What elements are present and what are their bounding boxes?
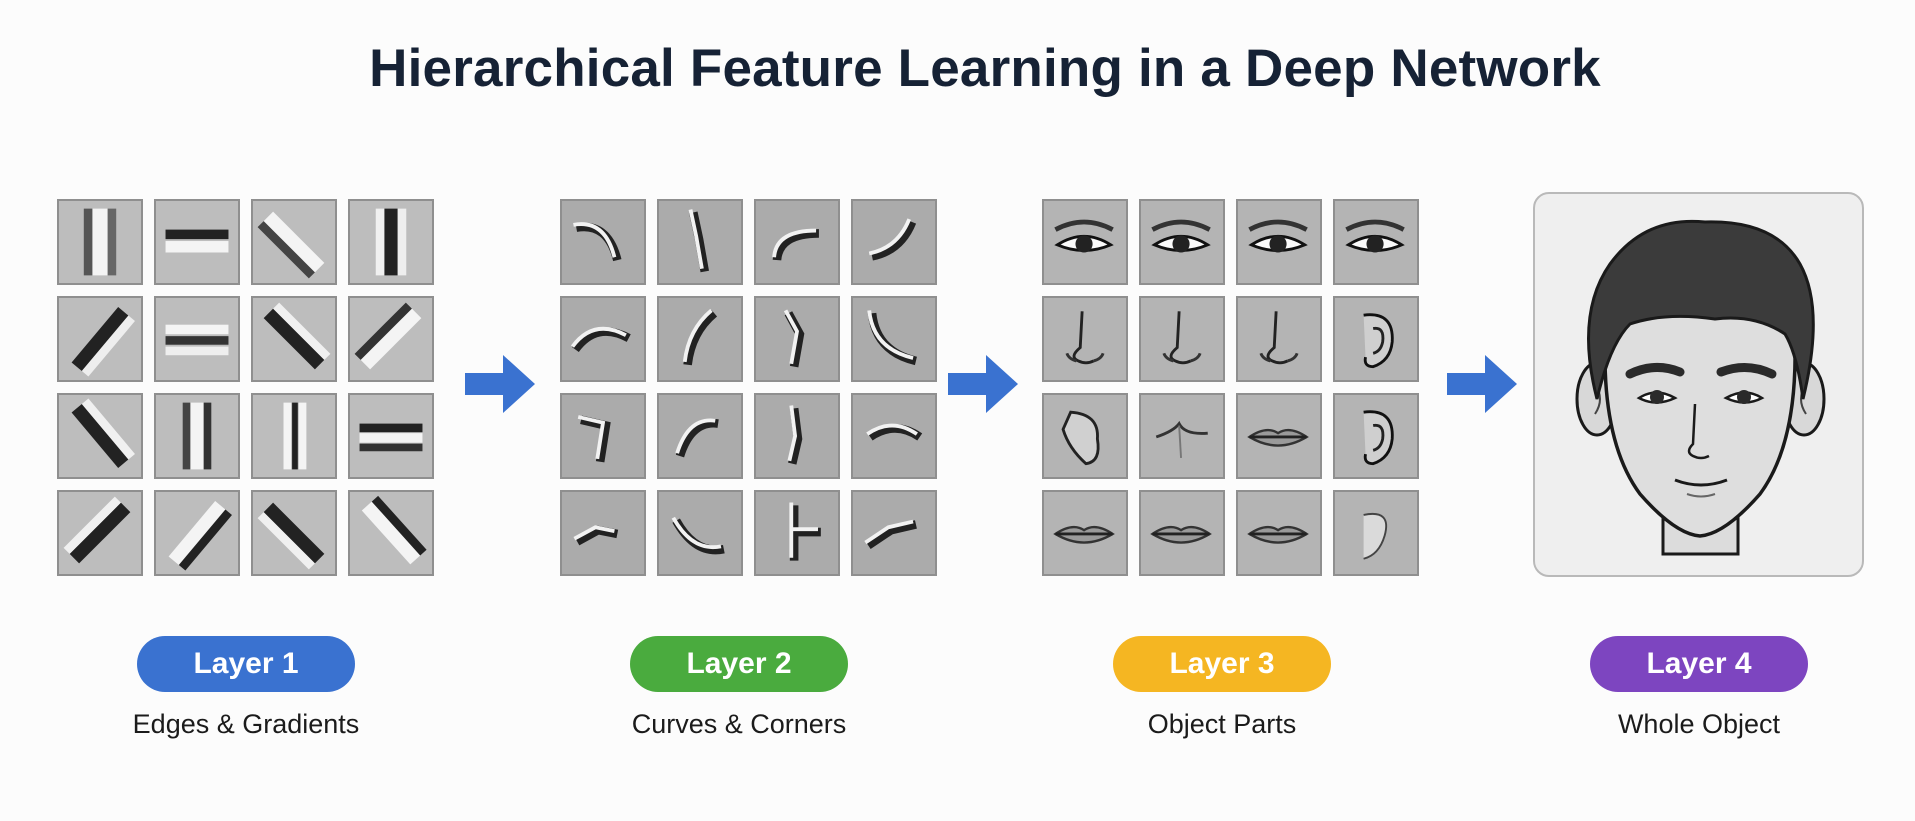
feature-tile: [348, 296, 434, 382]
feature-tile: [1042, 199, 1128, 285]
feature-tile: [1236, 199, 1322, 285]
feature-tile: [560, 490, 646, 576]
feature-tile: [657, 490, 743, 576]
feature-tile: [851, 490, 937, 576]
feature-tile: [1236, 490, 1322, 576]
feature-tile: [251, 490, 337, 576]
feature-tile: [560, 296, 646, 382]
feature-tile: [1042, 490, 1128, 576]
feature-tile: [560, 393, 646, 479]
feature-tile: [154, 296, 240, 382]
feature-tile: [1236, 296, 1322, 382]
feature-tile: [851, 296, 937, 382]
feature-tile: [1236, 393, 1322, 479]
feature-tile: [1333, 490, 1419, 576]
arrow-right-icon: [1447, 355, 1517, 413]
feature-tile: [348, 393, 434, 479]
feature-tile: [1042, 296, 1128, 382]
feature-tile: [57, 393, 143, 479]
feature-tile: [560, 199, 646, 285]
feature-tile: [57, 296, 143, 382]
layer4-badge: Layer 4: [1590, 636, 1808, 692]
arrow-right-icon: [465, 355, 535, 413]
feature-tile: [851, 393, 937, 479]
whole-face-panel: [1533, 192, 1864, 577]
page-title: Hierarchical Feature Learning in a Deep …: [369, 39, 1601, 98]
arrow-right-icon: [948, 355, 1018, 413]
layer1-description: Edges & Gradients: [132, 709, 360, 739]
feature-tile: [251, 199, 337, 285]
feature-tile: [657, 199, 743, 285]
feature-tile: [754, 490, 840, 576]
feature-tile: [1139, 199, 1225, 285]
feature-tile: [1139, 296, 1225, 382]
layer4-description: Whole Object: [1617, 709, 1781, 739]
feature-tile: [657, 296, 743, 382]
feature-tile: [348, 490, 434, 576]
layer3-description: Object Parts: [1147, 709, 1297, 739]
feature-tile: [1042, 393, 1128, 479]
feature-tile: [851, 199, 937, 285]
feature-tile: [754, 296, 840, 382]
feature-tile: [57, 199, 143, 285]
feature-tile: [754, 393, 840, 479]
layer2-description: Curves & Corners: [631, 709, 847, 739]
feature-tile: [1333, 296, 1419, 382]
layer3-badge: Layer 3: [1113, 636, 1331, 692]
face-icon: [1575, 219, 1826, 556]
feature-tile: [154, 199, 240, 285]
layer1-badge: Layer 1: [137, 636, 355, 692]
feature-tile: [57, 490, 143, 576]
feature-tile: [657, 393, 743, 479]
feature-tile: [1139, 393, 1225, 479]
feature-tile: [251, 296, 337, 382]
feature-tile: [154, 393, 240, 479]
layer2-badge: Layer 2: [630, 636, 848, 692]
feature-tile: [754, 199, 840, 285]
feature-tile: [154, 490, 240, 576]
feature-tile: [1333, 393, 1419, 479]
feature-tile: [1139, 490, 1225, 576]
feature-tile: [1333, 199, 1419, 285]
feature-tile: [348, 199, 434, 285]
feature-tile: [251, 393, 337, 479]
